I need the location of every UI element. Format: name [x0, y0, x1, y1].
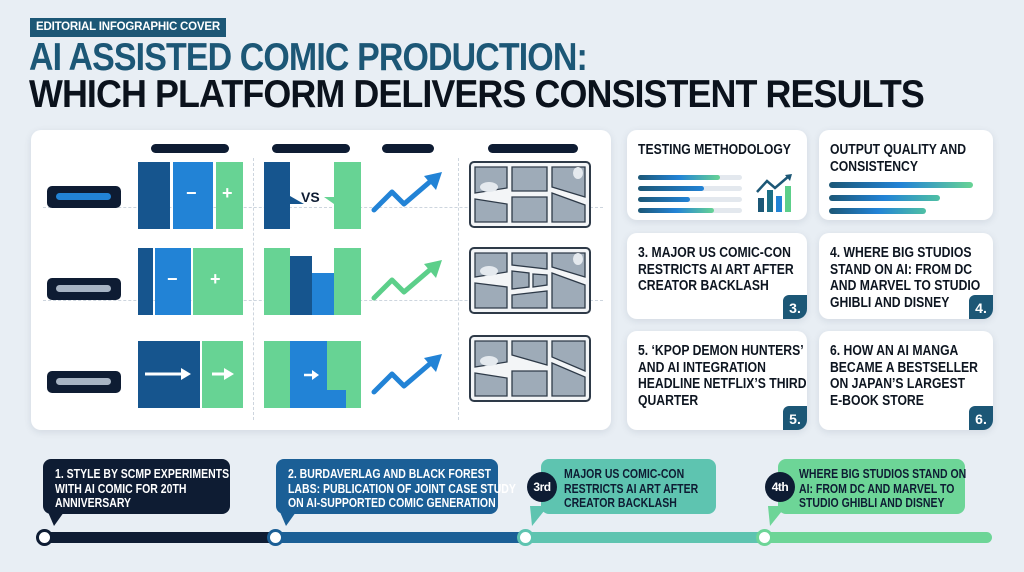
- card-number-badge: 4.: [969, 295, 993, 319]
- column-divider: [253, 158, 254, 420]
- card-article-4[interactable]: 4. WHERE BIG STUDIOS STAND ON AI: FROM D…: [819, 233, 993, 319]
- card-title: 4. WHERE BIG STUDIOS STAND ON AI: FROM D…: [830, 245, 981, 311]
- row-label-3: [47, 371, 121, 393]
- row-label-1: [47, 186, 121, 208]
- quality-bar: [829, 182, 973, 188]
- trend-arrow-icon: [371, 172, 442, 213]
- timeline-segment-4: [766, 532, 992, 543]
- row-label-bar: [56, 193, 111, 200]
- card-title: 5. ‘KPOP DEMON HUNTERS’ AND AI INTEGRATI…: [638, 343, 807, 409]
- quality-bar: [829, 195, 940, 201]
- arrow-right-icon: [212, 368, 234, 380]
- card-article-3[interactable]: 3. MAJOR US COMIC-CON RESTRICTS AI ART A…: [627, 233, 807, 319]
- category-tag: EDITORIAL INFOGRAPHIC COVER: [30, 18, 226, 37]
- card-article-6[interactable]: 6. HOW AN AI MANGA BECAME A BESTSELLER O…: [819, 331, 993, 430]
- timeline-bubble-1[interactable]: 1. STYLE BY SCMP EXPERIMENTS WITH AI COM…: [43, 459, 230, 514]
- progress-bar: [638, 208, 714, 213]
- timeline-bubble-text: WHERE BIG STUDIOS STAND ON AI: FROM DC A…: [799, 467, 967, 510]
- panel-split-plus: [216, 162, 243, 229]
- bar-compare-icon: [264, 248, 361, 315]
- bubble-tail: [48, 512, 64, 526]
- progress-bar: [638, 186, 704, 191]
- comparison-grid-panel: − + VS − +: [31, 130, 611, 430]
- card-number-badge: 3.: [783, 295, 807, 319]
- plus-icon: +: [222, 183, 233, 203]
- bubble-tail: [280, 512, 296, 526]
- timeline-bubble-3[interactable]: MAJOR US COMIC-CON RESTRICTS AI ART AFTE…: [541, 459, 716, 514]
- page-title-line1: AI ASSISTED COMIC PRODUCTION:: [29, 36, 588, 79]
- card-title: 3. MAJOR US COMIC-CON RESTRICTS AI ART A…: [638, 245, 794, 294]
- ordinal-badge-3rd: 3rd: [527, 472, 557, 502]
- minus-icon: −: [167, 269, 178, 289]
- card-article-5[interactable]: 5. ‘KPOP DEMON HUNTERS’ AND AI INTEGRATI…: [627, 331, 807, 430]
- progress-track: [638, 197, 742, 202]
- timeline-bubble-text: 2. BURDAVERLAG AND BLACK FOREST LABS: PU…: [288, 467, 516, 510]
- minus-icon: −: [186, 183, 197, 203]
- comic-page-icon: [469, 247, 591, 314]
- progress-bar: [638, 197, 690, 202]
- column-divider: [458, 158, 459, 420]
- card-number-badge: 5.: [783, 406, 807, 430]
- timeline-segment-3: [526, 532, 766, 543]
- panel-split-minus: [173, 162, 213, 229]
- timeline-node-1[interactable]: [36, 529, 53, 546]
- row-label-bar: [56, 285, 111, 292]
- comic-page-icon: [469, 161, 591, 228]
- plus-icon: +: [210, 269, 221, 289]
- row-label-2: [47, 278, 121, 300]
- timeline-node-4[interactable]: [756, 529, 773, 546]
- timeline-bubble-4[interactable]: WHERE BIG STUDIOS STAND ON AI: FROM DC A…: [778, 459, 967, 514]
- card-output-quality[interactable]: OUTPUT QUALITY AND CONSISTENCY: [819, 130, 993, 220]
- panel-split-minus: [155, 248, 191, 315]
- timeline-segment-2: [276, 532, 526, 543]
- bar-chart-growth-icon: [756, 174, 792, 212]
- trend-arrow-icon: [371, 354, 442, 395]
- panel-split-icon: [138, 248, 153, 315]
- panel-split-icon: [138, 162, 170, 229]
- ordinal-badge-4th: 4th: [765, 472, 795, 502]
- timeline-node-3[interactable]: [517, 529, 534, 546]
- comic-page-icon: [469, 335, 591, 402]
- timeline-bubble-text: MAJOR US COMIC-CON RESTRICTS AI ART AFTE…: [564, 467, 699, 510]
- bubble-tail: [768, 506, 786, 526]
- page-title-line2: WHICH PLATFORM DELIVERS CONSISTENT RESUL…: [29, 73, 925, 116]
- trend-arrow-icon: [371, 260, 442, 301]
- timeline-bubble-2[interactable]: 2. BURDAVERLAG AND BLACK FOREST LABS: PU…: [276, 459, 516, 514]
- card-number-badge: 6.: [969, 406, 993, 430]
- arrow-right-icon: [145, 368, 191, 380]
- step-compare-icon: [264, 341, 361, 408]
- column-header-bar: [488, 144, 578, 153]
- bubble-tail: [530, 506, 548, 526]
- quality-bar: [829, 208, 926, 214]
- card-testing-methodology[interactable]: TESTING METHODOLOGY: [627, 130, 807, 220]
- row-divider: [43, 207, 603, 208]
- timeline-bubble-text: 1. STYLE BY SCMP EXPERIMENTS WITH AI COM…: [55, 467, 230, 510]
- timeline-node-2[interactable]: [267, 529, 284, 546]
- row-label-bar: [56, 378, 111, 385]
- column-header-bar: [382, 144, 434, 153]
- column-header-bar: [151, 144, 229, 153]
- timeline-segment-1: [44, 532, 276, 543]
- progress-bar: [638, 175, 720, 180]
- card-title: OUTPUT QUALITY AND CONSISTENCY: [830, 142, 967, 175]
- card-title: 6. HOW AN AI MANGA BECAME A BESTSELLER O…: [830, 343, 978, 409]
- vs-label: VS: [301, 189, 320, 205]
- panel-split-plus: [193, 248, 243, 315]
- card-title: TESTING METHODOLOGY: [638, 142, 791, 158]
- vs-compare-icon: [264, 162, 361, 229]
- column-header-bar: [272, 144, 350, 153]
